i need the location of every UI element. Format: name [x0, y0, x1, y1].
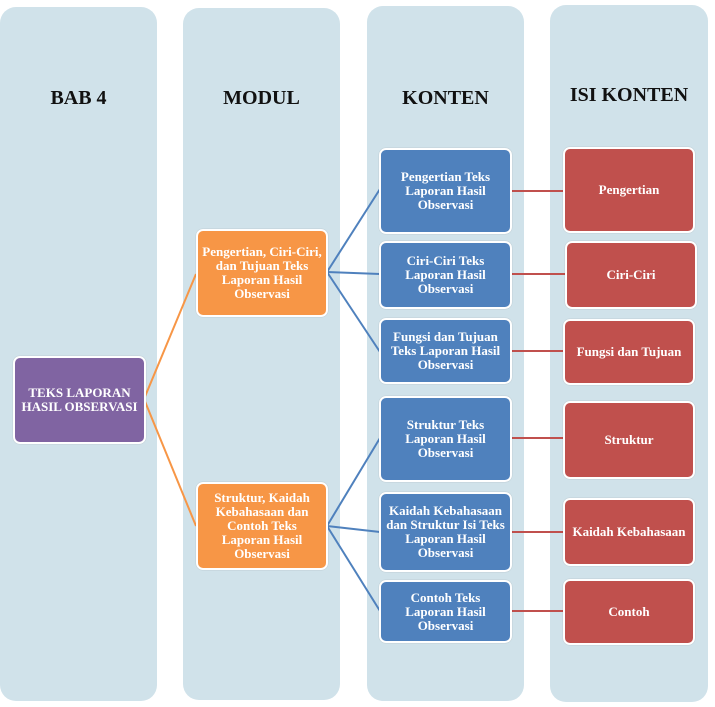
isi-konten-node-label: Fungsi dan Tujuan [576, 344, 682, 359]
column-title-konten: KONTEN [402, 87, 489, 109]
isi-konten-node[interactable]: Contoh [563, 579, 695, 645]
column-title-modul: MODUL [223, 87, 300, 109]
konten-node[interactable]: Contoh Teks Laporan Hasil Observasi [379, 580, 512, 643]
column-title-bab: BAB 4 [50, 87, 107, 109]
column-modul: MODUL [183, 8, 340, 700]
isi-konten-node[interactable]: Kaidah Kebahasaan [563, 498, 695, 566]
isi-konten-node[interactable]: Fungsi dan Tujuan [563, 319, 695, 385]
konten-node-label: Ciri-Ciri Teks Laporan Hasil Observasi [405, 253, 486, 296]
column-title-isi-konten: ISI KONTEN [569, 84, 689, 106]
isi-konten-node[interactable]: Ciri-Ciri [565, 241, 697, 309]
module-node-label: Struktur, Kaidah Kebahasaan dan Contoh T… [214, 490, 310, 561]
module-node[interactable]: Struktur, Kaidah Kebahasaan dan Contoh T… [196, 482, 328, 570]
isi-konten-node-label: Ciri-Ciri [606, 267, 656, 282]
root-node-label: TEKS LAPORAN HASIL OBSERVASI [21, 385, 138, 414]
konten-node[interactable]: Pengertian Teks Laporan Hasil Observasi [379, 148, 512, 234]
konten-node[interactable]: Fungsi dan Tujuan Teks Laporan Hasil Obs… [379, 318, 512, 384]
module-node-label: Pengertian, Ciri-Ciri, dan Tujuan Teks L… [202, 244, 322, 301]
konten-node-label: Kaidah Kebahasaan dan Struktur Isi Teks … [386, 503, 505, 560]
konten-node-label: Fungsi dan Tujuan Teks Laporan Hasil Obs… [390, 329, 501, 372]
konten-node-label: Contoh Teks Laporan Hasil Observasi [405, 589, 486, 633]
isi-konten-node[interactable]: Struktur [563, 401, 695, 479]
konten-node-label: Struktur Teks Laporan Hasil Observasi [405, 417, 486, 460]
konten-node[interactable]: Kaidah Kebahasaan dan Struktur Isi Teks … [379, 492, 512, 572]
isi-konten-node-label: Kaidah Kebahasaan [572, 524, 686, 539]
konten-node-label: Pengertian Teks Laporan Hasil Observasi [400, 169, 491, 212]
root-node[interactable]: TEKS LAPORAN HASIL OBSERVASI [13, 356, 146, 444]
konten-node[interactable]: Struktur Teks Laporan Hasil Observasi [379, 396, 512, 482]
module-node[interactable]: Pengertian, Ciri-Ciri, dan Tujuan Teks L… [196, 229, 328, 317]
isi-konten-node[interactable]: Pengertian [563, 147, 695, 233]
konten-node[interactable]: Ciri-Ciri Teks Laporan Hasil Observasi [379, 241, 512, 309]
isi-konten-node-label: Struktur [604, 432, 654, 447]
isi-konten-node-label: Contoh [608, 604, 650, 619]
column-bab: BAB 4 [0, 7, 157, 701]
isi-konten-node-label: Pengertian [598, 182, 660, 197]
